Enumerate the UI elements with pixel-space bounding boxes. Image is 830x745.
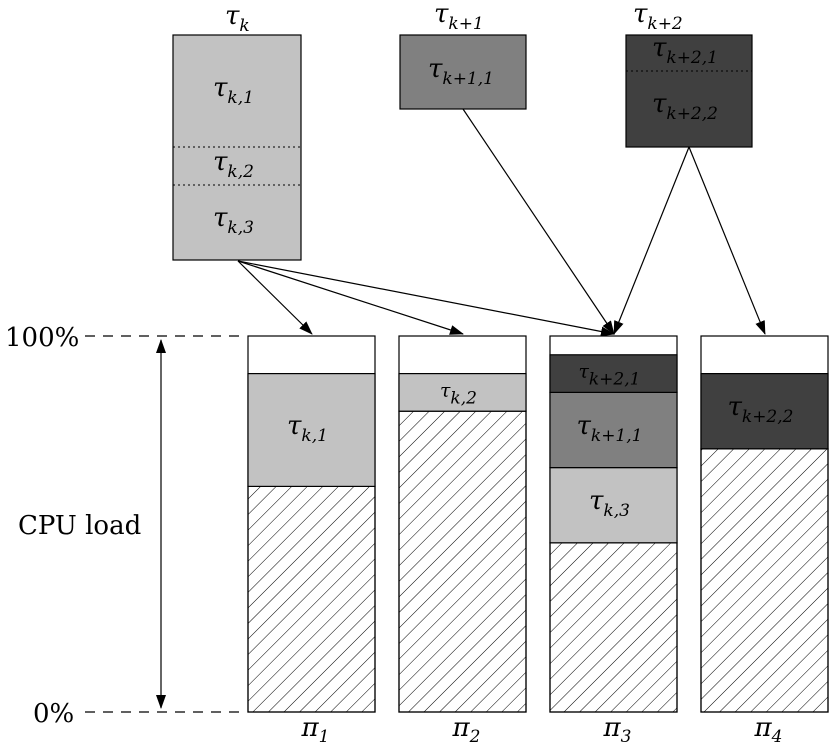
subtask-block-label: τk+2,1 xyxy=(579,362,641,390)
arrow-k-plus-2-2-to-pi4 xyxy=(688,146,766,335)
task-k: τk τk,1 τk,2 τk,3 xyxy=(172,1,302,261)
task-k-plus-1-title: τk+1 xyxy=(434,0,484,34)
task-k-title: τk xyxy=(225,1,250,36)
task-k-plus-1: τk+1 τk+1,1 xyxy=(399,0,527,110)
task-k-plus-1-box xyxy=(399,34,527,110)
subtask-block xyxy=(247,373,376,488)
arrow-k1-to-pi1 xyxy=(237,260,313,335)
subtask-block-label: τk,2 xyxy=(440,380,477,408)
processor-label: π3 xyxy=(603,713,632,745)
subtask-block xyxy=(398,373,527,412)
subtask-block xyxy=(549,467,678,544)
arrow-k-plus-1-to-pi3 xyxy=(462,108,615,335)
arrow-k2-to-pi2 xyxy=(237,260,464,335)
task-k-plus-2-title: τk+2 xyxy=(633,0,683,34)
subtask-k1-label: τk,1 xyxy=(213,73,254,108)
axis-middle-label: CPU load xyxy=(18,511,141,541)
subtask-block xyxy=(700,373,829,450)
subtask-block-label: τk+2,2 xyxy=(728,392,794,427)
subtask-k3-label: τk,3 xyxy=(213,203,254,238)
subtask-block xyxy=(549,354,678,393)
processor-label: π1 xyxy=(301,713,330,745)
task-k-plus-2-box xyxy=(625,34,753,148)
arrow-k3-to-pi3 xyxy=(237,260,615,337)
subtask-k-plus-2-1-label: τk+2,1 xyxy=(652,33,718,68)
base-load-block xyxy=(247,485,376,713)
base-load-block xyxy=(398,410,527,713)
subtask-k-plus-1-1-label: τk+1,1 xyxy=(428,54,494,89)
arrow-k-plus-2-1-to-pi3 xyxy=(613,146,690,335)
processor-label: π2 xyxy=(452,713,481,745)
processor-column-2: τk,2 π2 xyxy=(398,335,527,745)
subtask-block-label: τk,1 xyxy=(287,411,328,446)
axis-top-label: 100% xyxy=(5,323,79,353)
processor-column-3: τk,3 τk+1,1 τk+2,1 π3 xyxy=(549,335,678,745)
task-k-plus-2: τk+2 τk+2,1 τk+2,2 xyxy=(625,0,753,148)
processor-column-4: τk+2,2 π4 xyxy=(700,335,829,745)
subtask-k-plus-2-2-label: τk+2,2 xyxy=(652,89,718,124)
subtask-block-label: τk,3 xyxy=(589,486,630,521)
base-load-block xyxy=(549,542,678,713)
cpu-load-axis: 100% 0% CPU load xyxy=(5,323,247,729)
processor-columns: τk,1 π1 τk,2 π2 τk,3 τk+1,1 τk+2,1 π3 τk+2,2 π4 xyxy=(247,335,829,745)
assignment-arrows xyxy=(237,108,766,337)
base-load-block xyxy=(700,448,829,713)
processor-label: π4 xyxy=(754,713,783,745)
subtask-block-label: τk+1,1 xyxy=(577,411,643,446)
subtask-k2-label: τk,2 xyxy=(213,147,254,182)
subtask-block xyxy=(549,391,678,469)
processor-column-1: τk,1 π1 xyxy=(247,335,376,745)
axis-bottom-label: 0% xyxy=(33,699,74,729)
axis-label-background xyxy=(14,506,156,542)
